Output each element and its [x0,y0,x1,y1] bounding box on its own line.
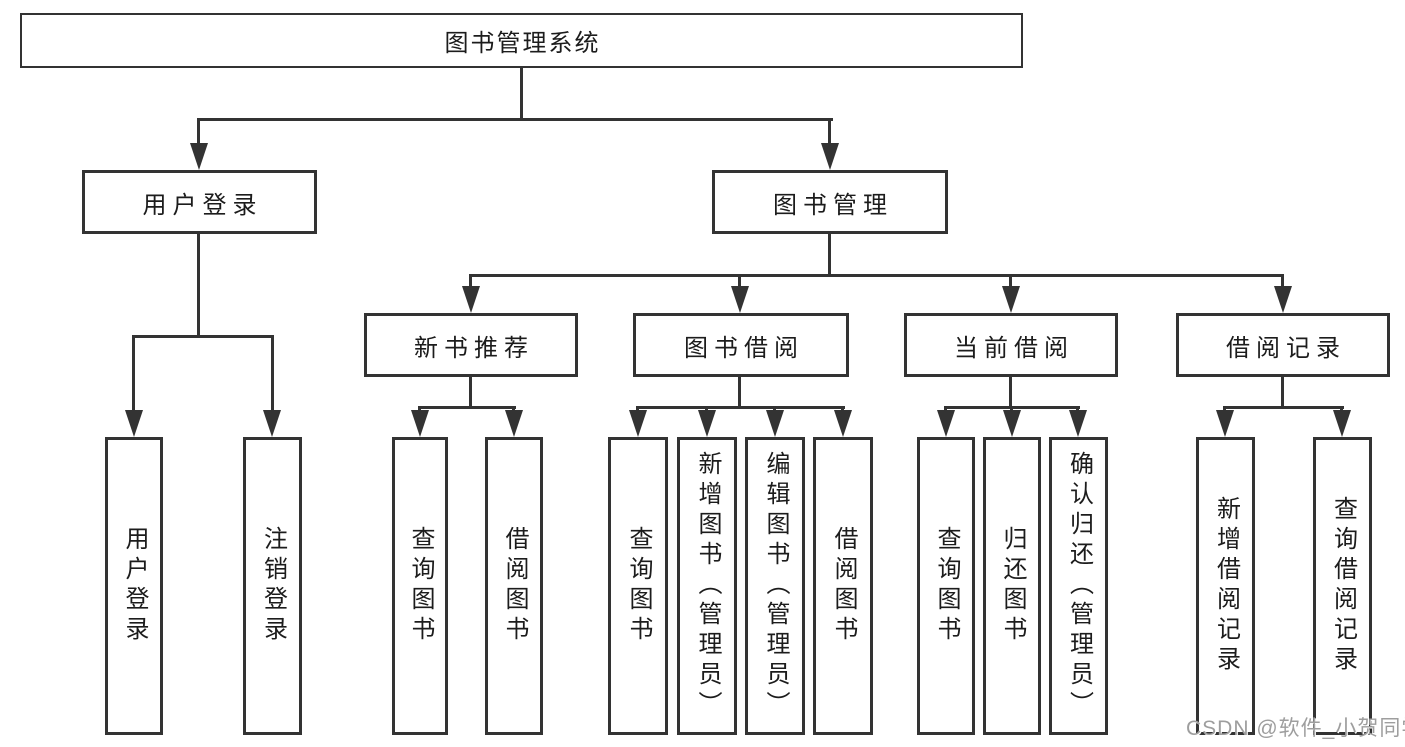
node-label: 新增借阅记录 [1212,496,1240,676]
connector-line [197,234,200,338]
arrow-down-icon [937,410,955,437]
connector-line [1281,277,1284,288]
connector-line [197,121,200,146]
node-label: 新增图书（管理员） [694,451,721,721]
node-label: 注销登录 [259,526,287,646]
arrow-down-icon [731,286,749,313]
arrow-down-icon [834,410,852,437]
node-book-management: 图书管理 [712,170,948,234]
leaf-borrow-books-recommend: 借阅图书 [485,437,543,735]
node-label: 归还图书 [999,526,1026,646]
arrow-down-icon [1333,410,1351,437]
leaf-add-borrow-record: 新增借阅记录 [1196,437,1255,735]
connector-line [1281,377,1284,409]
connector-line [469,277,472,288]
arrow-down-icon [505,410,523,437]
arrow-down-icon [821,143,839,170]
node-label: 图书管理 [773,191,893,219]
connector-line [944,406,1080,409]
leaf-add-books-admin: 新增图书（管理员） [677,437,737,735]
connector-line [828,121,831,146]
node-label: 新书推荐 [414,334,534,362]
arrow-down-icon [1274,286,1292,313]
node-label: 查询图书 [933,526,960,646]
arrow-down-icon [1069,410,1087,437]
arrow-down-icon [629,410,647,437]
node-library-management-system: 图书管理系统 [20,13,1023,68]
node-borrowing-records: 借阅记录 [1176,313,1390,377]
connector-line [469,274,1284,277]
arrow-down-icon [698,410,716,437]
arrow-down-icon [766,410,784,437]
connector-line [636,406,845,409]
connector-line [132,338,135,412]
csdn-watermark: CSDN @软件_小贺同学 [1186,717,1405,740]
node-label: 查询图书 [407,526,434,646]
node-label: 编辑图书（管理员） [762,451,789,721]
node-label: 图书管理系统 [444,30,601,57]
leaf-query-books-recommend: 查询图书 [392,437,448,735]
connector-line [738,377,741,409]
leaf-confirm-return-admin: 确认归还（管理员） [1049,437,1108,735]
arrow-down-icon [462,286,480,313]
arrow-down-icon [125,410,143,437]
connector-line [271,338,274,412]
connector-line [469,377,472,409]
node-current-borrowing: 当前借阅 [904,313,1118,377]
node-label: 借阅图书 [501,526,528,646]
arrow-down-icon [411,410,429,437]
leaf-borrow-books: 借阅图书 [813,437,873,735]
leaf-query-books-borrow: 查询图书 [608,437,668,735]
node-new-book-recommendation: 新书推荐 [364,313,578,377]
arrow-down-icon [1002,286,1020,313]
leaf-query-books-current: 查询图书 [917,437,975,735]
connector-line [1223,406,1344,409]
leaf-edit-books-admin: 编辑图书（管理员） [745,437,805,735]
connector-line [1009,277,1012,288]
connector-line [1009,377,1012,409]
leaf-return-books: 归还图书 [983,437,1041,735]
connector-line [738,277,741,288]
arrow-down-icon [263,410,281,437]
leaf-query-borrow-record: 查询借阅记录 [1313,437,1372,735]
node-book-borrowing: 图书借阅 [633,313,849,377]
node-label: 借阅记录 [1226,334,1346,362]
leaf-user-login: 用户登录 [105,437,163,735]
node-label: 用户登录 [142,191,263,219]
leaf-logout: 注销登录 [243,437,302,735]
arrow-down-icon [1003,410,1021,437]
arrow-down-icon [1216,410,1234,437]
node-label: 用户登录 [121,526,148,646]
connector-line [520,68,523,121]
node-user-login: 用户登录 [82,170,317,234]
node-label: 借阅图书 [830,526,857,646]
node-label: 图书借阅 [684,334,804,362]
node-label: 确认归还（管理员） [1065,451,1093,721]
arrow-down-icon [190,143,208,170]
node-label: 查询图书 [625,526,652,646]
connector-line [828,234,831,277]
connector-line [132,335,274,338]
node-label: 当前借阅 [954,334,1074,362]
connector-line [197,118,833,121]
node-label: 查询借阅记录 [1329,496,1357,676]
connector-line [418,406,516,409]
